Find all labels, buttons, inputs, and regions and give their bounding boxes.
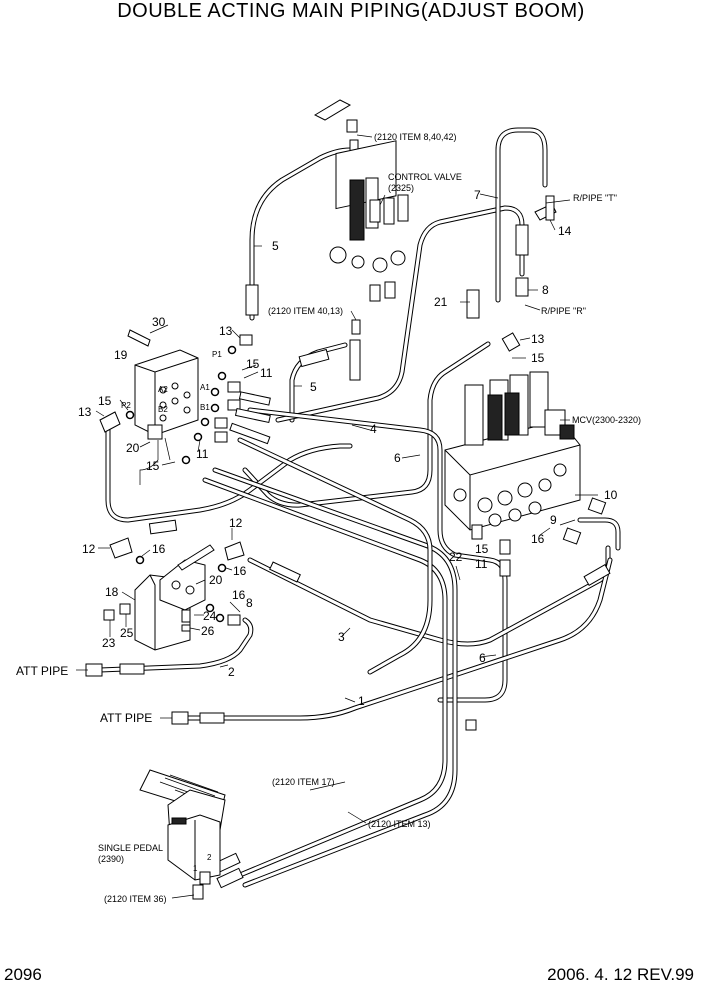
label-r-pipe-t: R/PIPE "T" (573, 193, 617, 203)
label-2120-item-36: (2120 ITEM 36) (104, 894, 167, 904)
valve-block-19 (127, 329, 199, 485)
callout-13a: 13 (219, 324, 233, 338)
callout-13b: 13 (531, 332, 545, 346)
mcv-2300-2320 (444, 332, 607, 577)
label-port-a1: A1 (200, 383, 210, 392)
callout-20a: 20 (126, 441, 140, 455)
label-2120-item-40-13: (2120 ITEM 40,13) (268, 306, 343, 316)
label-2120-item-17: (2120 ITEM 17) (272, 777, 335, 787)
callout-8a: 8 (542, 283, 549, 297)
callout-21: 21 (434, 295, 448, 309)
callout-16a: 16 (152, 542, 166, 556)
pipe-9 (577, 517, 621, 551)
callout-24: 24 (203, 609, 217, 623)
callout-15e: 15 (475, 542, 489, 556)
callout-11a: 11 (260, 366, 273, 380)
callout-6b: 6 (479, 651, 486, 665)
label-2120-item-8-40-42: (2120 ITEM 8,40,42) (374, 132, 457, 142)
callout-5b: 5 (310, 380, 317, 394)
label-pedal-port-2: 2 (207, 853, 212, 862)
callout-22: 22 (449, 550, 463, 564)
callout-20b: 20 (209, 573, 223, 587)
label-single-pedal: SINGLE PEDAL (98, 843, 163, 853)
callout-15d: 15 (146, 459, 160, 473)
label-port-b2: B2 (158, 405, 168, 414)
block-19-fittings (99, 334, 271, 465)
callout-7: 7 (474, 188, 481, 202)
label-port-p2: P2 (121, 401, 131, 410)
callout-18: 18 (105, 585, 119, 599)
label-port-a2: A2 (158, 385, 168, 394)
callout-14: 14 (558, 224, 572, 238)
callout-6a: 6 (394, 451, 401, 465)
callout-4: 4 (370, 422, 377, 436)
label-att-pipe-1: ATT PIPE (16, 664, 68, 678)
callout-10: 10 (604, 488, 618, 502)
callout-19: 19 (114, 348, 128, 362)
fitting-8-r (515, 277, 529, 297)
label-single-pedal-no: (2390) (98, 854, 124, 864)
callout-23: 23 (102, 636, 116, 650)
label-port-b1: B1 (200, 403, 210, 412)
callout-numbers: 1 2 3 4 5 5 6 6 7 8 8 9 10 11 11 11 12 1… (78, 188, 618, 708)
callout-5a: 5 (272, 239, 279, 253)
valve-20-bracket-18 (103, 537, 245, 651)
diagram-labels: (2120 ITEM 8,40,42) CONTROL VALVE (2325)… (16, 132, 641, 904)
callout-30: 30 (152, 315, 166, 329)
label-att-pipe-2: ATT PIPE (100, 711, 152, 725)
callout-2: 2 (228, 665, 235, 679)
fitting-21 (466, 289, 480, 319)
label-port-p1: P1 (212, 350, 222, 359)
page-title: DOUBLE ACTING MAIN PIPING(ADJUST BOOM) (117, 0, 585, 22)
single-pedal-2390 (139, 769, 226, 900)
callout-16d: 16 (531, 532, 545, 546)
control-valve-2325 (313, 99, 409, 381)
callout-11b: 11 (196, 447, 209, 461)
pipe-sleeves (119, 224, 611, 889)
callout-8b: 8 (246, 596, 253, 610)
callout-13c: 13 (78, 405, 92, 419)
callout-12b: 12 (229, 516, 243, 530)
callout-16b: 16 (233, 564, 247, 578)
label-control-valve-no: (2325) (388, 183, 414, 193)
date-revision: 2006. 4. 12 REV.99 (547, 965, 694, 984)
callout-15a: 15 (246, 357, 260, 371)
callout-9: 9 (550, 513, 557, 527)
callout-16c: 16 (232, 588, 246, 602)
callout-15c: 15 (98, 394, 112, 408)
callout-12a: 12 (82, 542, 96, 556)
label-pedal-port-1: 1 (193, 864, 198, 873)
label-r-pipe-r: R/PIPE "R" (541, 306, 586, 316)
label-mcv: MCV(2300-2320) (572, 415, 641, 425)
fitting-14 (534, 195, 557, 221)
label-2120-item-13: (2120 ITEM 13) (368, 819, 431, 829)
callout-15b: 15 (531, 351, 545, 365)
page-number: 2096 (4, 965, 42, 984)
callout-25: 25 (120, 626, 134, 640)
label-control-valve: CONTROL VALVE (388, 172, 462, 182)
pipe-5-upper (249, 147, 353, 321)
callout-1: 1 (358, 694, 365, 708)
callout-26: 26 (201, 624, 215, 638)
callout-3: 3 (338, 630, 345, 644)
pipes (97, 127, 621, 888)
leader-lines (76, 134, 598, 899)
callout-11c: 11 (475, 557, 488, 571)
